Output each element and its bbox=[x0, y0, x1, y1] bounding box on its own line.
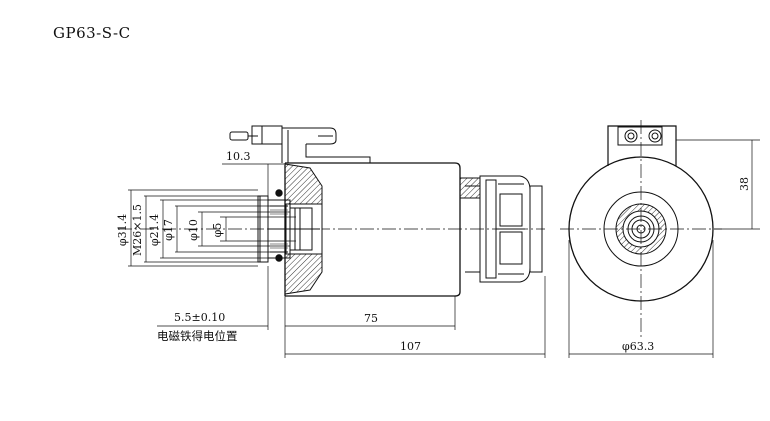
dim-phi-17: φ17 bbox=[162, 219, 175, 241]
o-ring-bottom bbox=[275, 254, 283, 262]
connector-block bbox=[607, 125, 677, 166]
dim-107: 107 bbox=[400, 340, 421, 353]
dimension-lines bbox=[128, 163, 546, 358]
dim-phi-21-4: φ21.4 bbox=[148, 214, 161, 246]
coil-body bbox=[285, 162, 461, 297]
dim-phi-10: φ10 bbox=[187, 219, 200, 241]
energized-position-note: 电磁铁得电位置 bbox=[157, 329, 238, 343]
dim-75: 75 bbox=[364, 312, 378, 325]
front-view bbox=[560, 120, 760, 358]
o-ring-top bbox=[275, 189, 283, 197]
dim-phi-63-3: φ63.3 bbox=[622, 340, 654, 353]
drawing-title: GP63-S-C bbox=[53, 24, 131, 42]
dim-phi-5: φ5 bbox=[211, 223, 224, 238]
cable-gland bbox=[459, 175, 543, 283]
dim-m26: M26×1.5 bbox=[131, 204, 144, 256]
dim-phi-31-4: φ31.4 bbox=[116, 214, 129, 246]
dim-38: 38 bbox=[738, 177, 751, 191]
terminal-connector bbox=[229, 125, 371, 163]
dim-10-3: 10.3 bbox=[226, 150, 251, 163]
dim-5-5: 5.5±0.10 bbox=[174, 311, 225, 324]
side-view bbox=[118, 125, 546, 358]
